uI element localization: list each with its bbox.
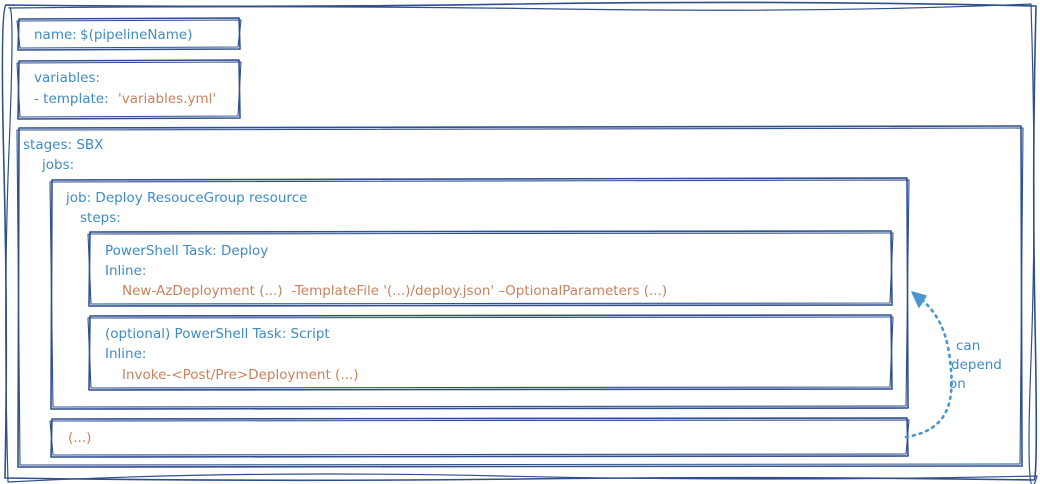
name-frame — [16, 17, 242, 51]
task-deploy-command: New-AzDeployment (...) -TemplateFile '(.… — [122, 283, 668, 299]
variables-key: variables: — [34, 70, 101, 86]
more-jobs-frame — [49, 417, 910, 458]
task-script-command: Invoke-<Post/Pre>Deployment (...) — [122, 367, 359, 383]
task-script-inline-label: Inline: — [105, 346, 147, 362]
job-frame — [49, 177, 910, 410]
name-value: $(pipelineName) — [80, 27, 193, 43]
dependency-label-1: can — [956, 338, 981, 354]
task-deploy-title: PowerShell Task: Deploy — [105, 243, 269, 259]
job-line: job: Deploy ResouceGroup resource — [66, 190, 308, 206]
template-value: 'variables.yml' — [118, 91, 217, 107]
arrowhead-icon — [911, 291, 927, 308]
dependency-label-2: depend — [951, 357, 1002, 373]
task-deploy-frame — [87, 230, 894, 307]
template-key: - template: — [34, 91, 109, 107]
dependency-arrow — [904, 291, 953, 439]
variables-frame — [16, 59, 242, 120]
stages-line: stages: SBX — [23, 137, 104, 153]
task-script-title: (optional) PowerShell Task: Script — [105, 326, 330, 342]
dependency-label-3: on — [949, 376, 966, 392]
stages-frame — [16, 125, 1024, 468]
task-script-frame — [87, 314, 894, 391]
name-key: name: — [34, 27, 77, 43]
task-deploy-inline-label: Inline: — [105, 263, 147, 279]
jobs-line: jobs: — [42, 157, 75, 173]
more-jobs-placeholder: (...) — [68, 430, 92, 446]
steps-line: steps: — [80, 210, 121, 226]
